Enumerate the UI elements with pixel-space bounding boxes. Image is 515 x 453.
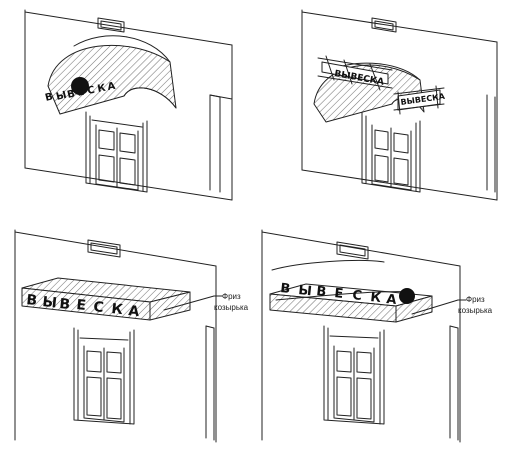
sign-letter: С	[86, 85, 95, 97]
callout-label-line2: козырька	[458, 306, 493, 315]
side-window-right	[205, 325, 215, 441]
callout-label-line2: козырька	[214, 303, 249, 312]
sign-letter: В	[280, 281, 291, 297]
round-logo-sign	[71, 77, 89, 95]
sign-letter: В	[66, 88, 76, 100]
flat-canopy	[269, 283, 433, 323]
sign-letter: Ы	[298, 283, 313, 299]
sign-letter: А	[386, 292, 398, 308]
round-logo-sign	[399, 288, 415, 304]
arched-awning	[47, 35, 177, 115]
side-window-right	[486, 94, 496, 193]
sign-letter: С	[93, 299, 105, 316]
sign-letter: А	[107, 81, 117, 93]
upper-window	[97, 17, 125, 33]
sign-letter: Ы	[42, 294, 58, 311]
flat-canopy	[21, 277, 191, 321]
upper-window	[336, 241, 369, 260]
sign-letter: К	[97, 83, 108, 95]
sign-letter: Е	[76, 297, 87, 314]
sign-letter: В	[316, 284, 327, 300]
frieze-callout	[163, 295, 223, 311]
sign-letter: К	[370, 290, 383, 306]
door	[323, 325, 385, 425]
building-facade	[301, 9, 498, 201]
building-facade	[14, 229, 217, 443]
door	[361, 111, 421, 193]
letter-support-lines	[271, 259, 413, 301]
frame-sign-right	[393, 85, 445, 115]
sign-letter: С	[352, 288, 363, 304]
sign-letter: К	[111, 301, 125, 318]
callout-label-line1: Фриз	[222, 292, 241, 301]
sign-letter: Е	[334, 286, 344, 302]
sign-letter: Ы	[55, 90, 68, 103]
sign-letter: В	[59, 296, 71, 313]
door	[73, 327, 135, 425]
sign-letter: Е	[76, 87, 85, 99]
sign-letter: В	[44, 91, 54, 104]
door	[85, 111, 148, 193]
upper-window	[87, 239, 121, 258]
side-window-right	[449, 325, 459, 441]
frieze-callout	[411, 299, 467, 315]
sign-letter: А	[128, 303, 141, 320]
building-facade	[261, 229, 461, 443]
upper-window	[371, 17, 397, 33]
sign-letter: В	[26, 292, 38, 309]
frame-sign-top	[317, 55, 393, 91]
panel-arched-awning-frame-signs: ВЫВЕСКА ВЫВЕСКА	[301, 9, 498, 201]
callout-label-line1: Фриз	[466, 295, 485, 304]
side-window-right	[209, 94, 221, 193]
